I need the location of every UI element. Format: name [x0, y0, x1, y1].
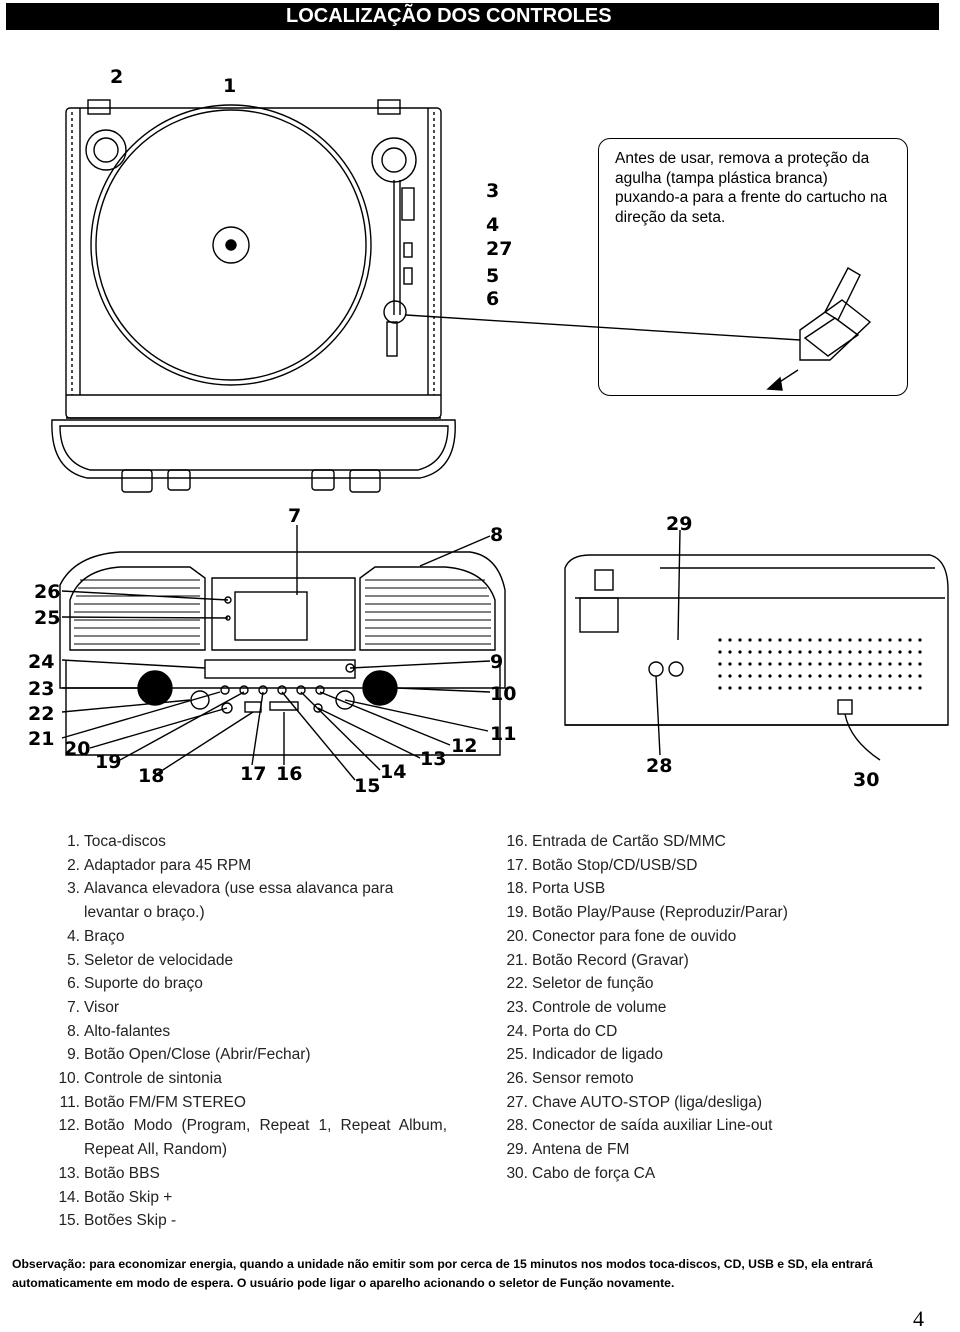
list-item: 23.Controle de volume — [506, 998, 667, 1016]
list-item: 11.Botão FM/FM STEREO — [59, 1093, 246, 1111]
callout-box — [598, 138, 908, 396]
list-item: 20.Conector para fone de ouvido — [506, 927, 737, 945]
label-17: 17 — [240, 763, 266, 785]
list-item: 21.Botão Record (Gravar) — [506, 951, 689, 969]
list-item: 7.Visor — [67, 998, 120, 1016]
label-26: 26 — [34, 581, 60, 603]
label-19: 19 — [95, 751, 121, 773]
back-view — [564, 529, 949, 761]
stylus-illustration — [766, 267, 872, 391]
label-15: 15 — [354, 775, 380, 797]
controls-list-left: 1.Toca-discos 2.Adaptador para 45 RPM 3.… — [52, 830, 447, 1233]
label-1: 1 — [223, 75, 236, 97]
list-item: 17.Botão Stop/CD/USB/SD — [506, 856, 698, 874]
label-20: 20 — [64, 738, 90, 760]
label-2: 2 — [110, 66, 123, 88]
list-item: 3.Alavanca elevadora (use essa alavanca … — [67, 880, 394, 922]
list-item: 29.Antena de FM — [506, 1141, 630, 1159]
front-view — [59, 525, 506, 781]
label-24: 24 — [28, 651, 54, 673]
label-6: 6 — [486, 288, 499, 310]
callout-text: Antes de usar, remova a proteção da agul… — [615, 150, 888, 226]
list-item: 13.Botão BBS — [58, 1164, 160, 1182]
list-item: 30.Cabo de força CA — [506, 1164, 656, 1182]
list-item: 5.Seletor de velocidade — [67, 951, 234, 969]
label-14: 14 — [380, 761, 406, 783]
list-item: 25.Indicador de ligado — [506, 1046, 663, 1064]
turntable-top-view — [51, 99, 801, 493]
list-item: 15.Botões Skip - — [58, 1212, 177, 1230]
list-item: 6.Suporte do braço — [67, 975, 203, 993]
label-3: 3 — [486, 180, 499, 202]
label-25: 25 — [34, 607, 60, 629]
label-23: 23 — [28, 678, 54, 700]
list-item: 8.Alto-falantes — [67, 1022, 171, 1040]
label-29: 29 — [666, 513, 692, 535]
list-item: 10.Controle de sintonia — [58, 1070, 222, 1088]
list-item: 4.Braço — [67, 927, 125, 945]
list-item: 24.Porta do CD — [506, 1022, 618, 1040]
list-item: 16.Entrada de Cartão SD/MMC — [506, 833, 726, 850]
list-item: 1.Toca-discos — [67, 833, 166, 850]
label-11: 11 — [490, 723, 516, 745]
list-item: 9.Botão Open/Close (Abrir/Fechar) — [67, 1046, 311, 1064]
list-item: 18.Porta USB — [506, 880, 606, 898]
list-item: 27.Chave AUTO-STOP (liga/desliga) — [506, 1093, 763, 1111]
page-title: LOCALIZAÇÃO DOS CONTROLES — [6, 3, 939, 30]
list-item: 2.Adaptador para 45 RPM — [67, 856, 252, 874]
label-5: 5 — [486, 265, 499, 287]
label-28: 28 — [646, 755, 672, 777]
list-item: 14.Botão Skip + — [58, 1188, 173, 1206]
label-8: 8 — [490, 524, 503, 546]
list-item: 26.Sensor remoto — [506, 1070, 634, 1088]
page-number: 4 — [913, 1306, 924, 1331]
label-18: 18 — [138, 765, 164, 787]
list-item: 19.Botão Play/Pause (Reproduzir/Parar) — [506, 904, 788, 922]
footnote: Observação: para economizar energia, qua… — [12, 1257, 873, 1290]
label-12: 12 — [451, 735, 477, 757]
label-9: 9 — [490, 651, 503, 673]
list-item: 12.Botão Modo (Program, Repeat 1, Repeat… — [58, 1117, 447, 1159]
label-27: 27 — [486, 238, 512, 260]
label-16: 16 — [276, 763, 302, 785]
label-13: 13 — [420, 748, 446, 770]
label-4: 4 — [486, 214, 499, 236]
label-22: 22 — [28, 703, 54, 725]
list-item: 28.Conector de saída auxiliar Line-out — [506, 1117, 773, 1135]
list-item: 22.Seletor de função — [506, 975, 654, 993]
device-diagram: 2 1 3 4 27 5 6 7 8 26 25 24 23 22 21 20 … — [28, 66, 949, 797]
controls-list-right: 16.Entrada de Cartão SD/MMC 17.Botão Sto… — [500, 830, 860, 1186]
label-7: 7 — [288, 505, 301, 527]
label-21: 21 — [28, 728, 54, 750]
label-30: 30 — [853, 769, 879, 791]
label-10: 10 — [490, 683, 516, 705]
